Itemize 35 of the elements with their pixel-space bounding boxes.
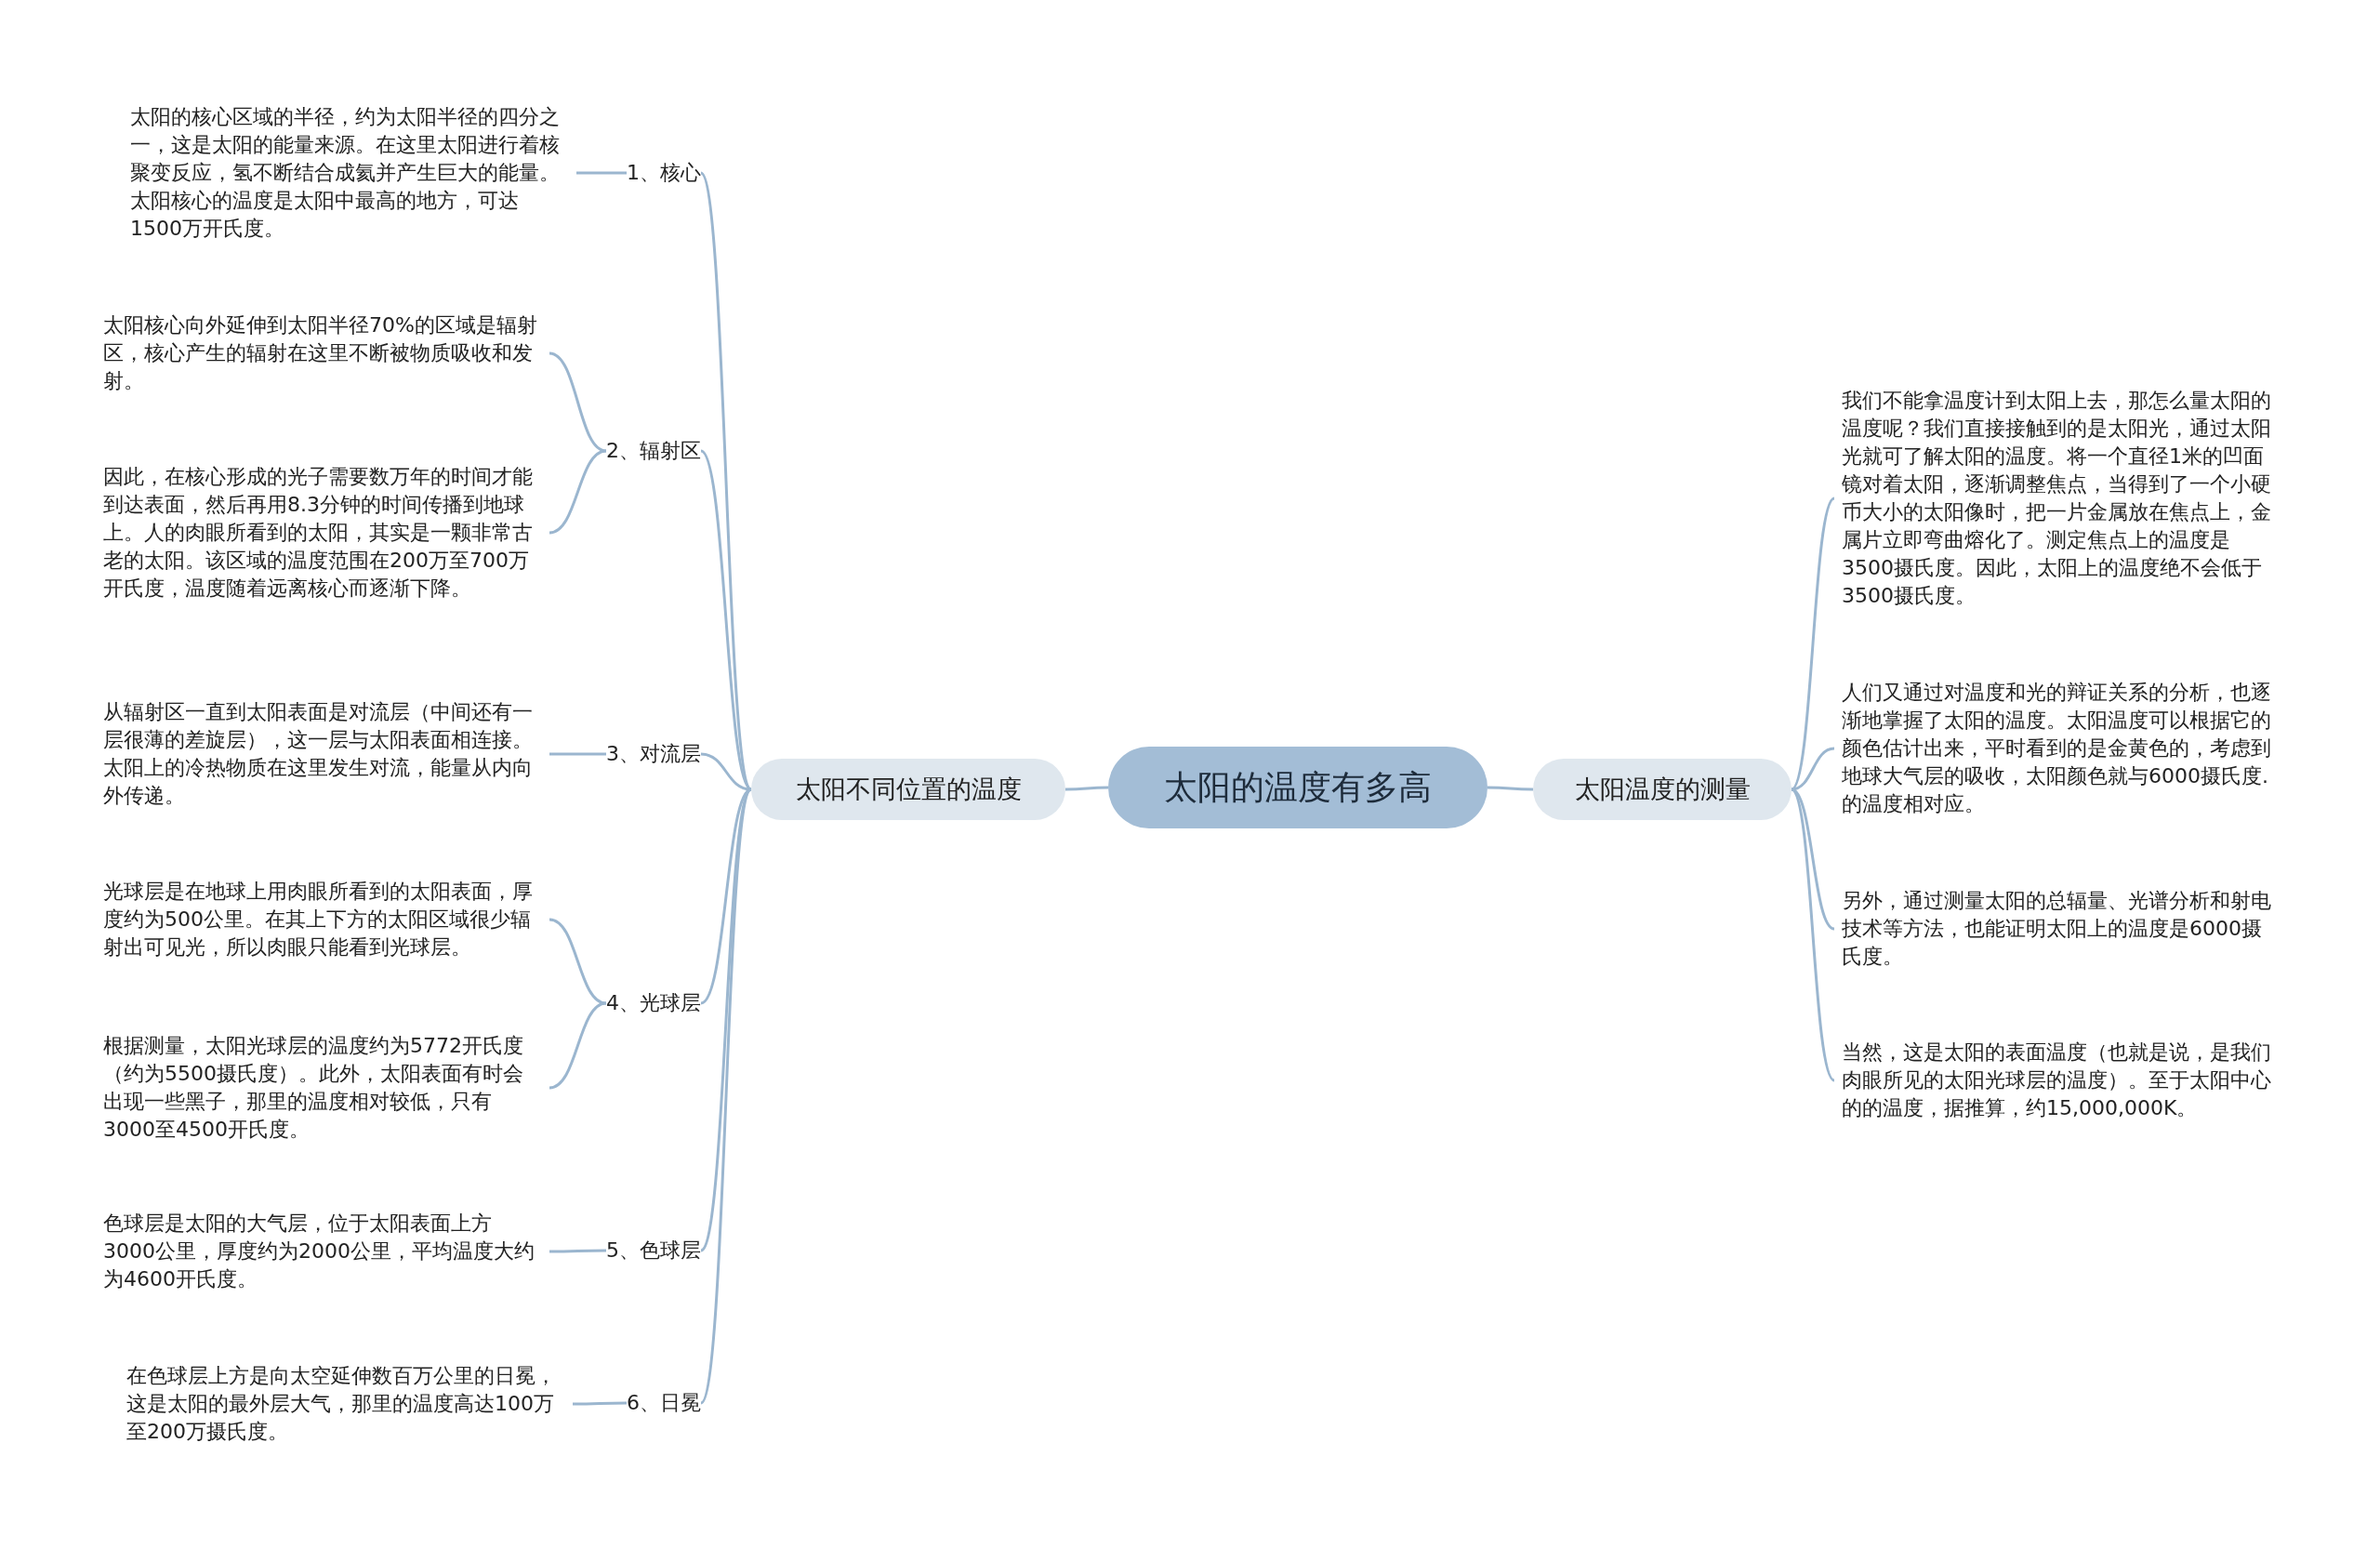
branch-topic: 太阳不同位置的温度 [751,759,1065,820]
connector-line [576,171,627,175]
connector-line [699,788,753,1404]
connector-line [549,449,607,535]
branch-topic: 太阳温度的测量 [1533,759,1792,820]
subtopic-label: 4、光球层 [606,989,701,1017]
note-text: 色球层是太阳的大气层，位于太阳表面上方3000公里，厚度约为2000公里，平均温度大约为4600开氏度。 [103,1210,542,1293]
connector-line [699,172,753,790]
connector-line [700,788,752,1005]
connector-line [549,752,606,756]
connector-line [549,1001,607,1090]
subtopic-label: 3、对流层 [606,740,701,768]
note-text: 根据测量，太阳光球层的温度约为5772开氏度（约为5500摄氏度）。此外，太阳表面有时会出现一些黑子，那里的温度相对较低，只有3000至4500开氏度。 [103,1032,542,1144]
subtopic-label: 5、色球层 [606,1237,701,1264]
note-text: 太阳的核心区域的半径，约为太阳半径的四分之一，这是太阳的能量来源。在这里太阳进行着核聚变反应，氢不断结合成氦并产生巨大的能量。太阳核心的温度是太阳中最高的地方，可达1500万开氏度。 [130,103,569,243]
note-text: 当然，这是太阳的表面温度（也就是说，是我们肉眼所见的太阳光球层的温度）。至于太阳中心的的温度，据推算，约15,000,000K。 [1842,1039,2281,1122]
connector-line [573,1401,627,1406]
note-text: 从辐射区一直到太阳表面是对流层（中间还有一层很薄的差旋层），这一层与太阳表面相连接。太阳上的冷热物质在这里发生对流，能量从内向外传递。 [103,698,542,810]
central-topic: 太阳的温度有多高 [1108,747,1488,828]
note-text: 另外，通过测量太阳的总辐量、光谱分析和射电技术等方法，也能证明太阳上的温度是6000摄氏度。 [1842,887,2281,971]
note-text: 光球层是在地球上用肉眼所看到的太阳表面，厚度约为500公里。在其上下方的太阳区域很少辐射出可见光，所以肉眼只能看到光球层。 [103,878,542,961]
subtopic-label: 6、日冕 [627,1389,701,1417]
connector-line [549,1249,606,1253]
connector-line [1790,788,1836,1081]
connector-line [1065,786,1108,791]
note-text: 我们不能拿温度计到太阳上去，那怎么量太阳的温度呢？我们直接接触到的是太阳光，通过太阳光就可了解太阳的温度。将一个直径1米的凹面镜对着太阳，逐渐调整焦点，当得到了一个小硬币大小的太阳像时，把一片金属放在焦点上，金属片立即弯曲熔化了。测定焦点上的温度是3500摄氏度。因此，太阳上的温度绝不会低于3500摄氏度。 [1842,387,2281,610]
note-text: 人们又通过对温度和光的辩证关系的分析，也逐渐地掌握了太阳的温度。太阳温度可以根据它的颜色估计出来，平时看到的是金黄色的，考虑到地球大气层的吸收，太阳颜色就与6000摄氏度.的温度相对应。 [1842,679,2281,818]
subtopic-label: 2、辐射区 [606,437,701,465]
connector-line [1488,786,1533,791]
connector-line [549,351,607,453]
note-text: 因此，在核心形成的光子需要数万年的时间才能到达表面，然后再用8.3分钟的时间传播到地球上。人的肉眼所看到的太阳，其实是一颗非常古老的太阳。该区域的温度范围在200万至700万开氏度，温度随着远离核心而逐渐下降。 [103,463,542,602]
note-text: 太阳核心向外延伸到太阳半径70%的区域是辐射区，核心产生的辐射在这里不断被物质吸收和发射。 [103,311,542,395]
note-text: 在色球层上方是向太空延伸数百万公里的日冕，这是太阳的最外层大气，那里的温度高达100万至200万摄氏度。 [126,1362,565,1446]
connector-line [549,918,607,1005]
subtopic-label: 1、核心 [627,159,701,187]
